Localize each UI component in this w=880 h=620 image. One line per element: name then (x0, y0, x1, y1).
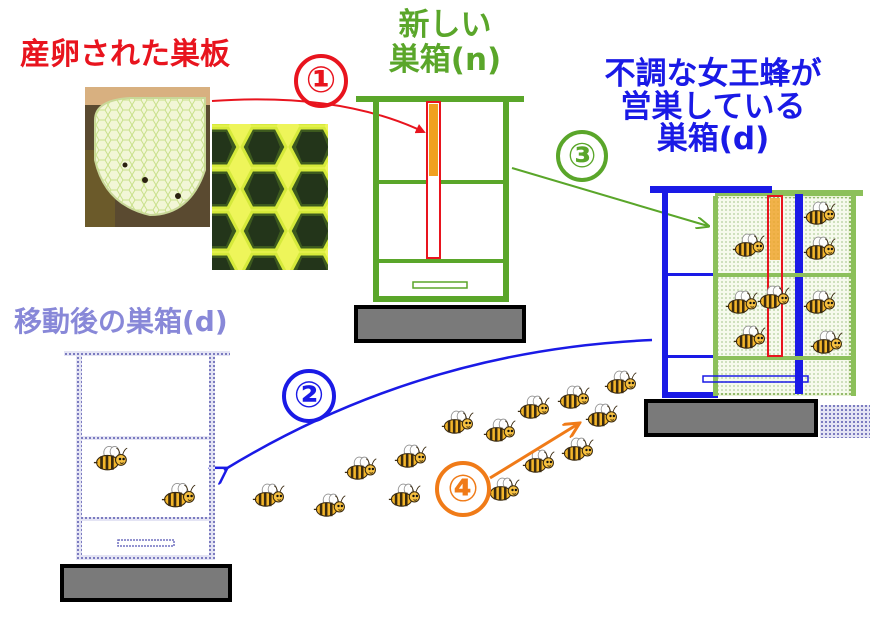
step-2-number: ② (282, 369, 336, 423)
failing-box-base (644, 399, 818, 437)
egg-laid-comb-label: 産卵された巣板 (20, 37, 230, 72)
failing-queen-box-label-line3: 巣箱(d) (656, 121, 770, 158)
step-1-number: ① (294, 54, 348, 108)
step4-arrow (489, 424, 578, 480)
moved-box-label: 移動後の巣箱(d) (14, 305, 228, 338)
step2-arrow (224, 338, 653, 470)
comb-photo (85, 87, 210, 227)
step-3-number: ③ (556, 130, 608, 182)
new-box-label-line2: 巣箱(n) (388, 41, 502, 78)
failing-queen-hive-box (644, 186, 870, 438)
new-box-label-line1: 新しい (398, 7, 492, 43)
moved-box-base (60, 564, 232, 602)
moved-hive-box (60, 351, 232, 602)
failing-queen-box-label: 不調な女王蜂が 営巣している 巣箱(d) (588, 58, 838, 156)
step-4-number: ④ (435, 461, 491, 517)
failing-queen-box-label-line1: 不調な女王蜂が (604, 56, 822, 92)
new-box-base (354, 305, 526, 343)
moved-box-bees (93, 445, 196, 508)
comb-closeup-photo (212, 124, 328, 270)
new-box-label: 新しい 巣箱(n) (380, 8, 510, 77)
step3-arrow (511, 167, 708, 226)
new-hive-box (354, 96, 526, 343)
failing-queen-box-label-line2: 営巣している (620, 88, 806, 125)
